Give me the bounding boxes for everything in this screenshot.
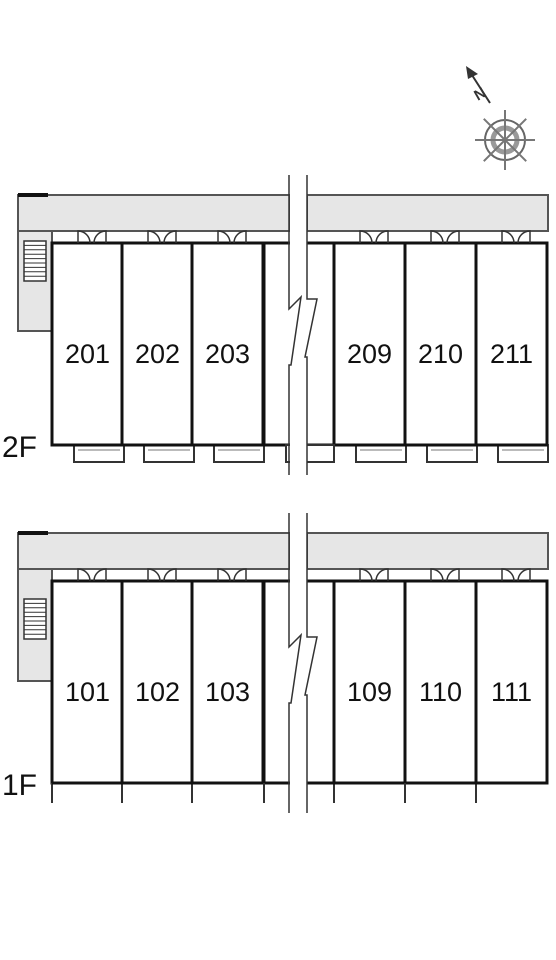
break-gap: [290, 513, 307, 813]
door-swing: [93, 568, 107, 582]
balcony: [426, 444, 478, 463]
unit-box: [50, 579, 125, 785]
compass-rose-icon: N: [466, 66, 535, 170]
floor-2f: 201 202 203 209 210 211 2F: [2, 175, 549, 475]
door-swing: [446, 568, 460, 582]
break-gap: [290, 175, 307, 475]
floor-1f: 101 102 103 109 110 111 1F: [2, 513, 549, 813]
unit-number: 209: [347, 339, 392, 369]
break-line-right: [304, 513, 318, 813]
unit-number: 101: [65, 677, 110, 707]
unit-number: 201: [65, 339, 110, 369]
unit-box: [120, 241, 195, 447]
unit-number: 211: [490, 339, 533, 369]
unit-number: 210: [418, 339, 463, 369]
door-swing: [217, 568, 231, 582]
door-swing: [359, 230, 373, 244]
floor-label: 1F: [2, 769, 37, 802]
unit-number: 202: [135, 339, 180, 369]
balcony: [497, 444, 549, 463]
corridor-right: [306, 194, 549, 232]
unit-box: [474, 579, 549, 785]
unit-number: 109: [347, 677, 392, 707]
staircase: [23, 240, 47, 282]
unit-number: 102: [135, 677, 180, 707]
unit-number: 103: [205, 677, 250, 707]
balcony: [355, 444, 407, 463]
door-swing: [77, 568, 91, 582]
unit-number: 203: [205, 339, 250, 369]
compass-north-label: N: [471, 84, 489, 104]
corridor-left: [17, 194, 291, 232]
door-swing: [163, 568, 177, 582]
door-swing: [147, 568, 161, 582]
floor-label: 2F: [2, 431, 37, 464]
door-swing: [147, 230, 161, 244]
break-line-left: [288, 175, 303, 475]
door-swing: [163, 230, 177, 244]
door-swing: [430, 230, 444, 244]
north-arrow-head: [466, 66, 478, 79]
compass-ray: [483, 139, 506, 162]
door-swing: [446, 230, 460, 244]
door-swing: [375, 568, 389, 582]
unit-number: 111: [491, 677, 532, 707]
corridor-left: [17, 532, 291, 570]
compass-ray: [504, 118, 527, 141]
corridor-right: [306, 532, 549, 570]
balcony: [213, 444, 265, 463]
north-arrow-shaft: [469, 71, 491, 104]
door-swing: [233, 230, 247, 244]
door-swing: [359, 568, 373, 582]
door-swing: [77, 230, 91, 244]
compass-ray: [483, 118, 506, 141]
staircase: [23, 598, 47, 640]
door-swing: [430, 568, 444, 582]
door-swing: [501, 568, 515, 582]
door-swing: [517, 230, 531, 244]
door-swing: [375, 230, 389, 244]
balcony: [73, 444, 125, 463]
door-swing: [217, 230, 231, 244]
break-line-left: [288, 513, 303, 813]
balcony: [143, 444, 195, 463]
door-swing: [501, 230, 515, 244]
door-swing: [93, 230, 107, 244]
door-swing: [233, 568, 247, 582]
break-line-right: [304, 175, 318, 475]
compass-ray: [504, 139, 527, 162]
door-swing: [517, 568, 531, 582]
unit-number: 110: [419, 677, 462, 707]
